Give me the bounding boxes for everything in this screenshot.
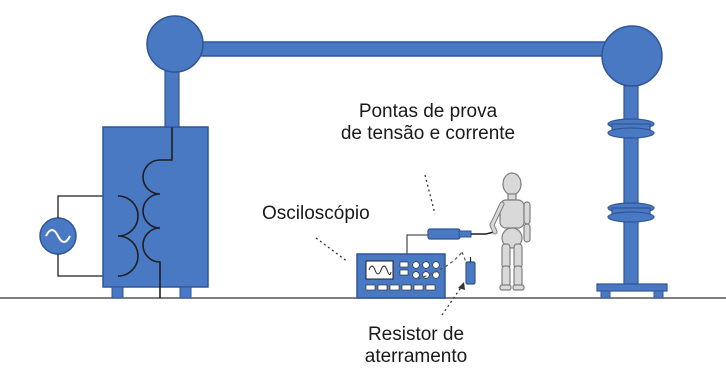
probes-label: Pontas de prova de tensão e corrente xyxy=(318,101,538,145)
resistor-leader xyxy=(441,285,463,316)
ac-source-icon xyxy=(39,217,77,255)
resistor-icon xyxy=(465,257,476,285)
resistor-arrowhead xyxy=(458,282,465,290)
probes-label-line2: de tensão e corrente xyxy=(340,123,516,144)
probe-icon xyxy=(427,228,495,240)
source-lead-top xyxy=(57,195,118,218)
support-column xyxy=(596,85,668,299)
hv-electrode-left xyxy=(146,15,204,73)
measurement-dashed-line-2 xyxy=(461,251,467,263)
measurement-dashed-line xyxy=(417,251,463,280)
oscilloscope-icon xyxy=(356,253,446,299)
hv-electrode-right xyxy=(601,25,663,87)
cabinet-foot-left xyxy=(111,286,124,299)
resistor-label-line1: Resistor de xyxy=(367,324,465,345)
resistor-label: Resistor de aterramento xyxy=(356,324,476,368)
mannequin-icon xyxy=(489,172,531,291)
cabinet-foot-right xyxy=(179,286,192,299)
resistor-label-line2: aterramento xyxy=(364,346,468,367)
hv-bus-bar xyxy=(199,41,621,57)
oscilloscope-label: Osciloscópio xyxy=(262,203,370,224)
transformer-cabinet xyxy=(102,126,209,288)
probes-label-line1: Pontas de prova xyxy=(358,101,498,122)
source-lead-bottom xyxy=(57,254,118,277)
oscilloscope-leader xyxy=(315,237,349,263)
probes-leader xyxy=(424,174,436,215)
probe-cable xyxy=(406,234,430,254)
bushing xyxy=(164,64,180,128)
